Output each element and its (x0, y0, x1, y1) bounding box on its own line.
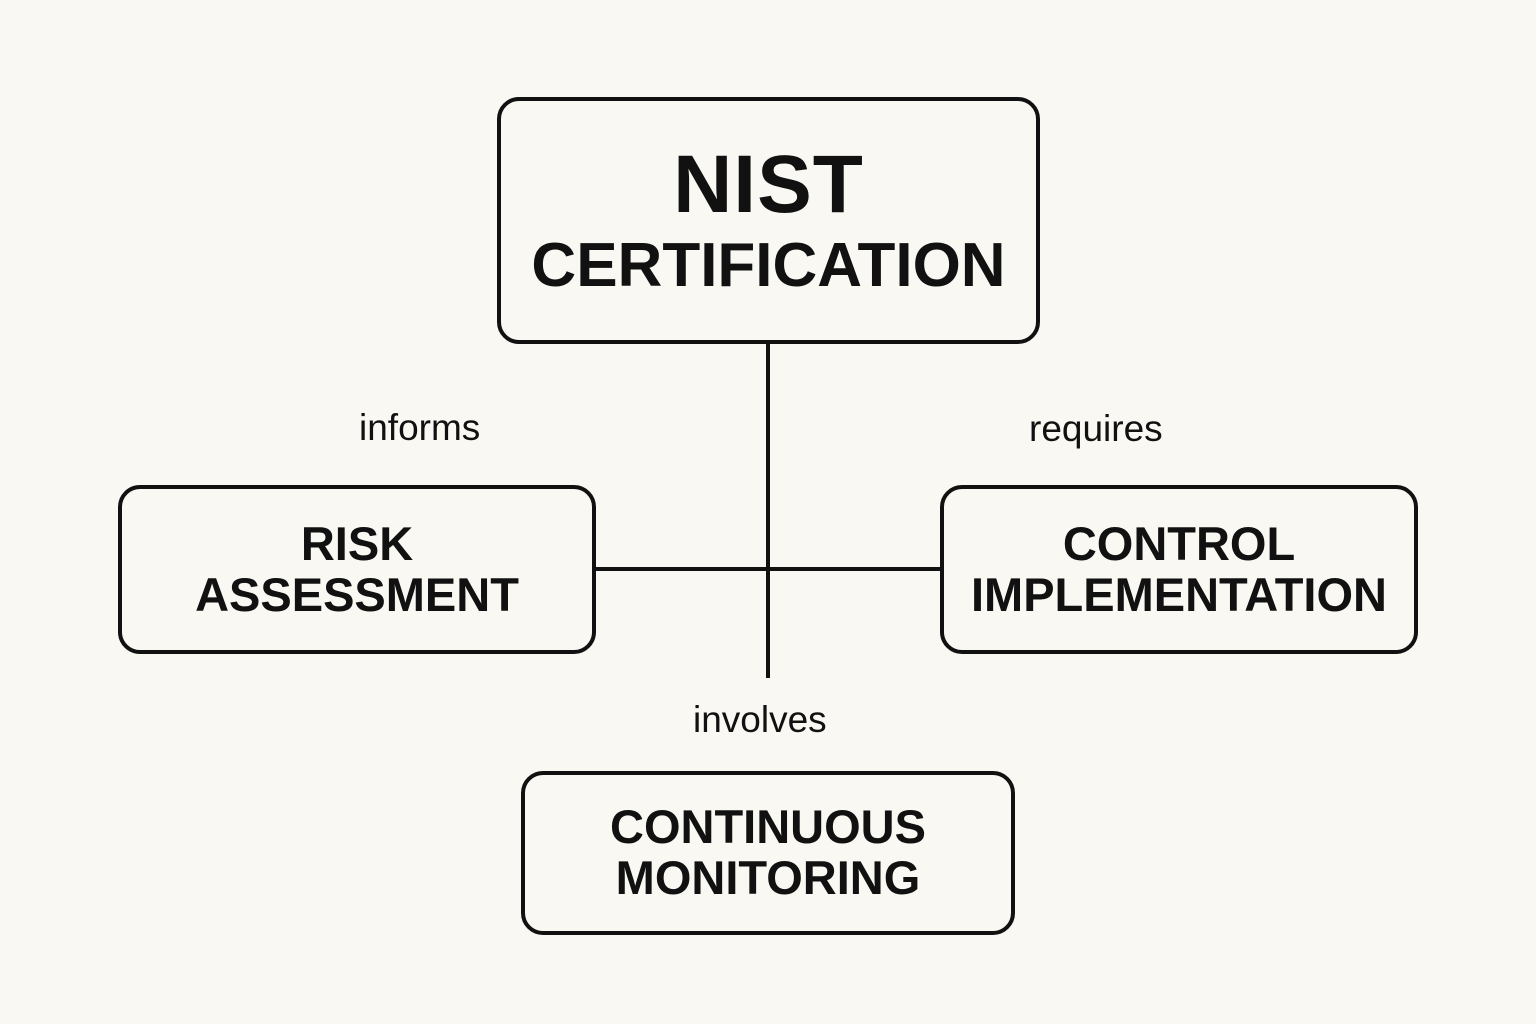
relation-label-involves: involves (693, 699, 827, 740)
node-nist-certification: NIST CERTIFICATION (497, 97, 1040, 344)
relation-label-requires: requires (1029, 408, 1163, 449)
relation-label-informs: informs (359, 407, 481, 448)
node-risk-assessment-line2: ASSESSMENT (195, 567, 519, 621)
node-risk-assessment: RISK ASSESSMENT (118, 485, 596, 654)
node-continuous-monitoring-line2: MONITORING (615, 851, 921, 904)
node-continuous-monitoring: CONTINUOUS MONITORING (521, 771, 1015, 935)
node-nist-certification-line1: NIST (673, 138, 864, 230)
node-continuous-monitoring-line1: CONTINUOUS (610, 800, 926, 854)
node-control-implementation-line1: CONTROL (1062, 516, 1296, 570)
node-risk-assessment-line1: RISK (300, 516, 414, 570)
node-control-implementation-line2: IMPLEMENTATION (970, 567, 1387, 621)
node-control-implementation: CONTROL IMPLEMENTATION (940, 485, 1418, 654)
node-nist-certification-line2: CERTIFICATION (531, 231, 1006, 301)
